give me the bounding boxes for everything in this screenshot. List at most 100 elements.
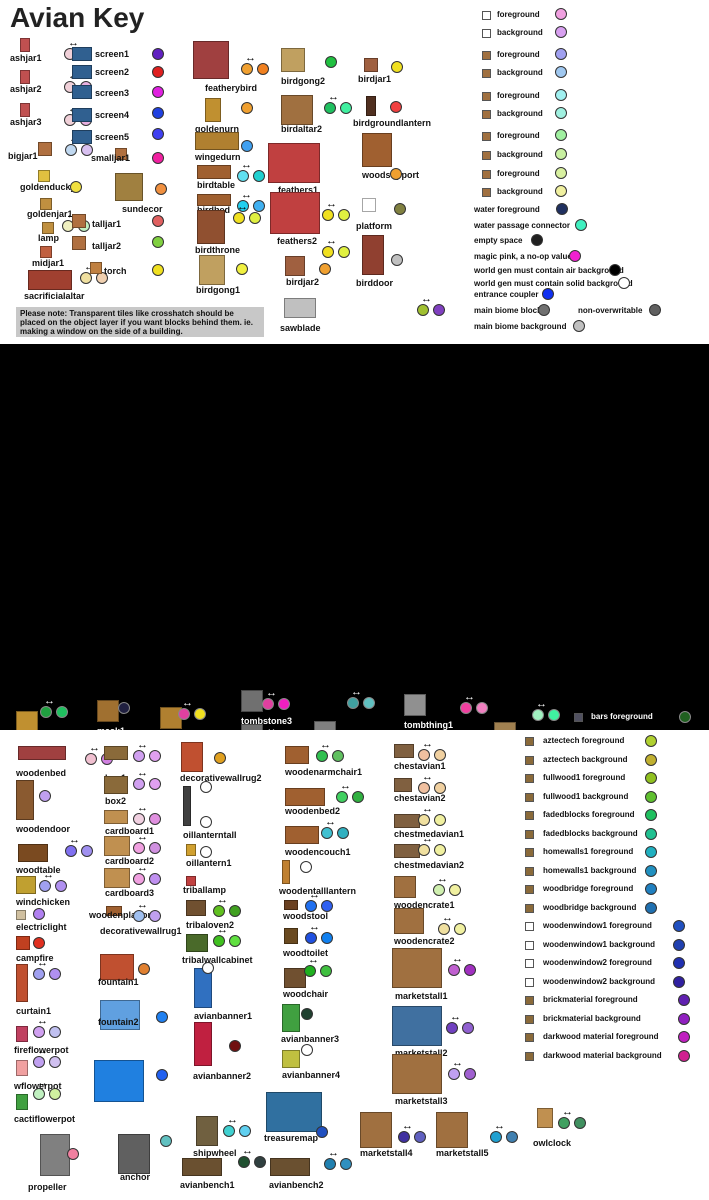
tile-swatch — [525, 829, 534, 839]
color-swatch — [40, 706, 52, 718]
object-sprite — [394, 814, 420, 828]
double-arrow-icon: ↔ — [266, 723, 277, 735]
object-label: propeller — [28, 1182, 67, 1192]
color-swatch — [55, 880, 67, 892]
object-sprite — [436, 1112, 468, 1148]
color-swatch — [80, 272, 92, 284]
object-sprite — [16, 1094, 28, 1110]
object-sprite — [183, 786, 191, 826]
color-swatch — [555, 8, 567, 20]
color-swatch — [542, 288, 554, 300]
double-arrow-icon: ↔ — [137, 767, 148, 779]
object-label: avianbanner4 — [282, 1070, 341, 1080]
note-box: Please note: Transparent tiles like cros… — [16, 307, 264, 337]
object-label: shipwheel — [193, 1148, 237, 1158]
tile-swatch — [525, 996, 534, 1005]
object-sprite — [20, 70, 30, 84]
color-swatch — [398, 1131, 410, 1143]
object-label: tombstone3 — [241, 716, 293, 726]
color-swatch — [555, 148, 567, 160]
color-swatch — [609, 264, 621, 276]
tile-swatch — [525, 940, 534, 950]
color-swatch — [81, 845, 93, 857]
color-swatch — [65, 845, 77, 857]
color-swatch — [133, 842, 145, 854]
color-swatch — [200, 816, 212, 828]
tile-swatch — [525, 848, 534, 857]
object-sprite — [16, 910, 26, 920]
color-swatch — [569, 250, 581, 262]
object-sprite — [285, 746, 309, 764]
object-sprite — [285, 826, 319, 844]
object-label: anchor — [120, 1172, 151, 1182]
object-sprite — [199, 255, 225, 285]
object-label: windchicken — [16, 897, 71, 907]
object-label: avianbanner2 — [193, 1071, 252, 1081]
object-sprite — [16, 936, 30, 950]
double-arrow-icon: ↔ — [237, 201, 248, 213]
object-label: goldenjar1 — [27, 209, 73, 219]
color-swatch — [433, 884, 445, 896]
object-sprite — [106, 906, 122, 916]
object-sprite — [285, 788, 325, 806]
color-swatch — [460, 702, 472, 714]
object-sprite — [186, 900, 206, 916]
double-arrow-icon: ↔ — [43, 869, 54, 881]
color-swatch — [49, 1026, 61, 1038]
legend-label: darkwood material background — [543, 1050, 662, 1060]
color-swatch — [645, 772, 657, 784]
object-label: ashjar3 — [10, 117, 42, 127]
object-label: woodenarmchair1 — [285, 767, 363, 777]
color-swatch — [555, 89, 567, 101]
double-arrow-icon: ↔ — [245, 52, 256, 64]
object-sprite — [100, 954, 134, 980]
object-label: marketstall3 — [395, 1096, 448, 1106]
object-label: ashjar2 — [10, 84, 42, 94]
legend-label: brickmaterial foreground — [543, 995, 638, 1004]
object-label: screen4 — [95, 110, 130, 120]
color-swatch — [673, 975, 685, 988]
color-swatch — [278, 698, 290, 710]
color-swatch — [394, 203, 406, 215]
color-swatch — [391, 254, 403, 266]
object-sprite — [270, 192, 320, 234]
color-swatch — [316, 1126, 328, 1138]
color-swatch — [49, 1088, 61, 1100]
object-sprite — [186, 876, 196, 886]
color-swatch — [645, 735, 657, 747]
color-swatch — [390, 101, 402, 113]
object-label: woodstool — [283, 911, 328, 921]
double-arrow-icon: ↔ — [68, 37, 79, 49]
color-swatch — [118, 702, 130, 714]
legend-label: woodenwindow1 foreground — [543, 921, 652, 930]
object-sprite — [72, 65, 92, 79]
color-swatch — [462, 1022, 474, 1034]
tile-swatch — [482, 51, 491, 60]
color-swatch — [322, 209, 334, 221]
color-swatch — [262, 698, 274, 710]
object-label: decorativewallrug2 — [180, 773, 262, 783]
color-swatch — [33, 937, 45, 949]
object-label: triballamp — [183, 885, 227, 895]
object-label: birdgong1 — [196, 285, 240, 295]
object-label: fountain2 — [98, 1017, 139, 1027]
double-arrow-icon: ↔ — [37, 1045, 48, 1057]
object-label: platform — [356, 221, 392, 231]
object-label: birdjar2 — [286, 277, 320, 287]
object-label: screen2 — [95, 67, 130, 77]
color-swatch — [449, 884, 461, 896]
object-sprite — [72, 214, 86, 228]
color-swatch — [618, 277, 630, 289]
object-label: talljar2 — [92, 241, 122, 251]
legend-label: background — [497, 150, 543, 159]
color-swatch — [321, 827, 333, 839]
color-swatch — [555, 129, 567, 141]
double-arrow-icon: ↔ — [422, 833, 433, 845]
tile-swatch — [482, 11, 491, 20]
double-arrow-icon: ↔ — [241, 159, 252, 171]
color-swatch — [149, 778, 161, 790]
object-sprite — [284, 900, 298, 910]
legend-label: foreground — [497, 50, 540, 59]
object-label: midjar1 — [32, 258, 65, 268]
object-label: fireflowerpot — [14, 1045, 69, 1055]
